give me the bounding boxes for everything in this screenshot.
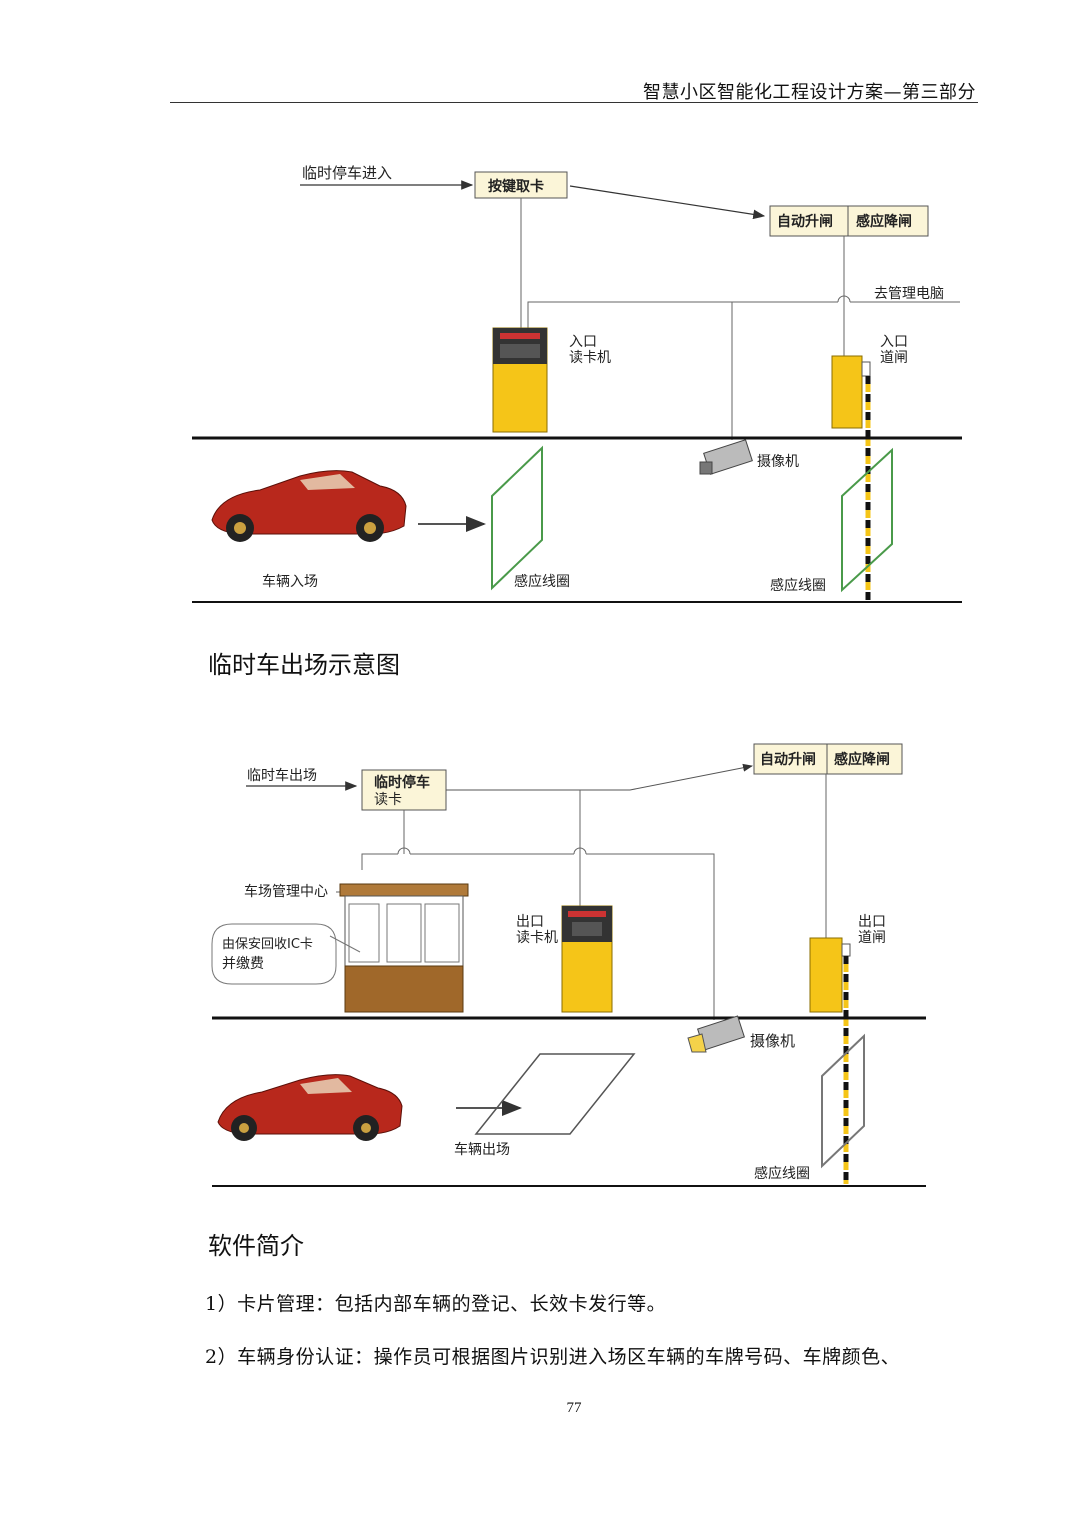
bubble-label-1: 由保安回收IC卡 [222, 937, 313, 952]
exit-barrier-gate [809, 937, 851, 1184]
car-icon-2 [217, 1074, 403, 1141]
press-key-label: 按键取卡 [488, 178, 544, 195]
camera-icon-2 [687, 1015, 746, 1053]
auto-raise-label-2: 自动升闸 [760, 751, 816, 768]
loop2-label: 感应线圈 [770, 577, 826, 594]
software-section-title: 软件简介 [208, 1232, 304, 1260]
exit-reader-label-1: 出口 [516, 914, 544, 930]
induction-loop-2 [841, 447, 893, 593]
induction-loop-1 [491, 445, 543, 591]
header-rule [170, 102, 978, 103]
bubble-label-2: 并缴费 [222, 956, 264, 972]
exit-diagram-title: 临时车出场示意图 [208, 651, 400, 679]
speech-bubble [211, 923, 337, 985]
exit-gate-label-2: 道闸 [858, 930, 886, 946]
entry-reader-label-1: 入口 [569, 334, 597, 350]
camera-label-2: 摄像机 [750, 1032, 795, 1050]
car-icon [211, 470, 407, 542]
entry-diagram: 临时停车进入 按键取卡 自动升闸 感应降闸 去管理电脑 入口 读卡机 入口 道闸… [192, 164, 962, 603]
paragraph-1: 1）卡片管理：包括内部车辆的登记、长效卡发行等。 [205, 1293, 667, 1315]
temp-entry-label: 临时停车进入 [302, 164, 392, 182]
gate-control-box [769, 205, 929, 237]
temp-read-label-2: 读卡 [374, 791, 402, 808]
exit-diagram: 临时车出场 临时停车 读卡 自动升闸 感应降闸 车场管理中心 由保安回收IC卡 … [211, 743, 926, 1187]
to-pc-label: 去管理电脑 [874, 286, 944, 302]
camera-icon [699, 439, 753, 475]
induction-loop-exit-1 [474, 1053, 636, 1135]
gate-control-box-2 [753, 743, 903, 775]
entry-gate-label-1: 入口 [880, 334, 908, 350]
management-booth [339, 883, 469, 1013]
to-gate-arrow [569, 185, 766, 220]
entry-card-reader [492, 327, 548, 433]
temp-read-label-1: 临时停车 [374, 774, 430, 791]
camera-label: 摄像机 [757, 454, 799, 470]
paragraph-2: 2）车辆身份认证：操作员可根据图片识别进入场区车辆的车牌号码、车牌颜色、 [205, 1346, 901, 1368]
loop-label: 感应线圈 [754, 1165, 810, 1182]
exit-reader-label-2: 读卡机 [516, 929, 558, 946]
sense-lower-label-2: 感应降闸 [834, 751, 890, 768]
to-gate-arrow-2 [446, 763, 753, 791]
header-title: 智慧小区智能化工程设计方案—第三部分 [643, 82, 976, 103]
induction-loop-exit-2 [821, 1033, 865, 1169]
vehicle-exit-label: 车辆出场 [454, 1141, 510, 1158]
temp-exit-label: 临时车出场 [247, 767, 317, 784]
exit-gate-label-1: 出口 [858, 914, 886, 930]
entry-reader-label-2: 读卡机 [569, 349, 611, 366]
entry-gate-label-2: 道闸 [880, 350, 908, 366]
page-number: 77 [566, 1400, 582, 1416]
sense-lower-label: 感应降闸 [856, 213, 912, 230]
loop1-label: 感应线圈 [514, 573, 570, 590]
entry-barrier-gate [831, 355, 871, 600]
auto-raise-label: 自动升闸 [777, 213, 833, 230]
vehicle-entry-label: 车辆入场 [262, 573, 318, 590]
exit-card-reader [561, 905, 613, 1013]
mgmt-center-label: 车场管理中心 [244, 883, 328, 900]
